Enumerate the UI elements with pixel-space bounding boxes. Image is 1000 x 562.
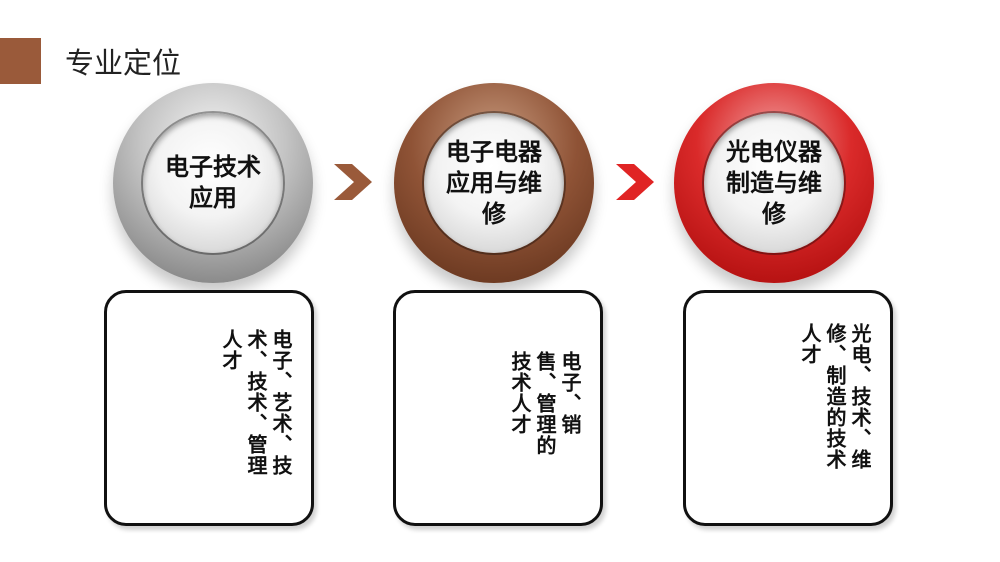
stage-label: 光电仪器制造与维修: [726, 137, 822, 228]
description-card-optoelectronic: 光电、技术、维修、制造的技术人才: [683, 290, 893, 526]
description-card-electronic-tech: 电子、艺术、技术、技术、管理人才: [104, 290, 314, 526]
stage-circle-inner: 电子技术应用: [143, 113, 283, 253]
description-card-electrical-repair: 电子、销售、管理的技术人才: [393, 290, 603, 526]
title-accent-bar: [0, 38, 41, 84]
stage-circle-electrical-repair: 电子电器应用与维修: [394, 83, 594, 283]
stage-label: 电子电器应用与维修: [446, 137, 542, 228]
description-text: 光电、技术、维修、制造的技术人才: [798, 323, 872, 470]
chevron-right-icon: [616, 164, 654, 200]
stage-circle-optoelectronic: 光电仪器制造与维修: [674, 83, 874, 283]
stage-circle-inner: 电子电器应用与维修: [424, 113, 564, 253]
description-text: 电子、艺术、技术、技术、管理人才: [219, 329, 293, 476]
description-text: 电子、销售、管理的技术人才: [508, 351, 582, 456]
stage-circle-electronic-tech: 电子技术应用: [113, 83, 313, 283]
stage-circle-inner: 光电仪器制造与维修: [704, 113, 844, 253]
stage-label: 电子技术应用: [165, 153, 261, 212]
page-title: 专业定位: [65, 46, 182, 80]
chevron-right-icon: [334, 164, 372, 200]
